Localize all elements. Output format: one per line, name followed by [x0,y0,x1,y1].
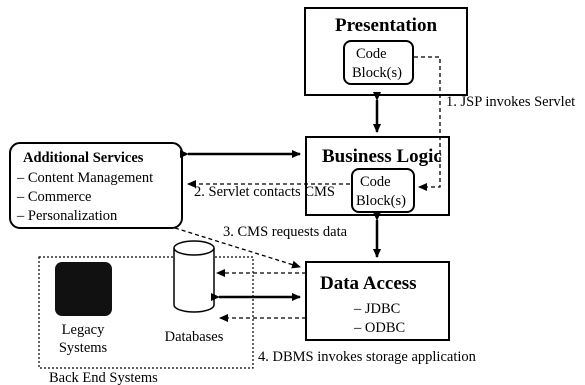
legacy-label-line1: Legacy [62,322,105,338]
business-logic-code-line2: Block(s) [356,193,406,209]
business-logic-code-line1: Code [360,174,391,190]
database-icon [173,240,215,313]
step3-arrow [174,227,301,269]
step4-label: 4. DBMS invokes storage application [258,349,477,365]
additional-services-item-commerce: – Commerce [16,189,92,205]
additional-services-title: Additional Services [23,150,144,166]
data-access-item-odbc: – ODBC [353,320,405,336]
presentation-code-block [343,40,414,85]
step1-arrow [414,56,441,191]
additional-services-box: Additional Services – Content Management… [9,142,183,229]
step2-label: 2. Servlet contacts CMS [194,184,335,200]
presentation-title: Presentation [335,15,437,36]
databases-label: Databases [165,329,224,345]
business-logic-box: Business Logic Code Block(s) [305,136,450,216]
data-access-box: Data Access – JDBC – ODBC [305,261,450,341]
data-access-title: Data Access [320,273,417,294]
step1-label: 1. JSP invokes Servlet [446,94,575,110]
back-end-systems-label: Back End Systems [49,370,158,385]
presentation-box: Presentation Code Block(s) [304,7,468,96]
data-access-item-jdbc: – JDBC [353,301,400,317]
business-logic-title: Business Logic [322,146,442,167]
additional-services-item-personalization: – Personalization [16,208,118,224]
back-end-systems-group: Legacy Systems Databases [38,240,254,369]
business-logic-code-block [351,168,415,213]
presentation-code-line2: Block(s) [352,65,402,81]
step3-label: 3. CMS requests data [223,224,348,240]
legacy-label-line2: Systems [59,340,108,356]
presentation-code-line1: Code [356,46,387,62]
legacy-systems-icon [55,262,112,316]
additional-services-item-content: – Content Management [16,170,153,186]
